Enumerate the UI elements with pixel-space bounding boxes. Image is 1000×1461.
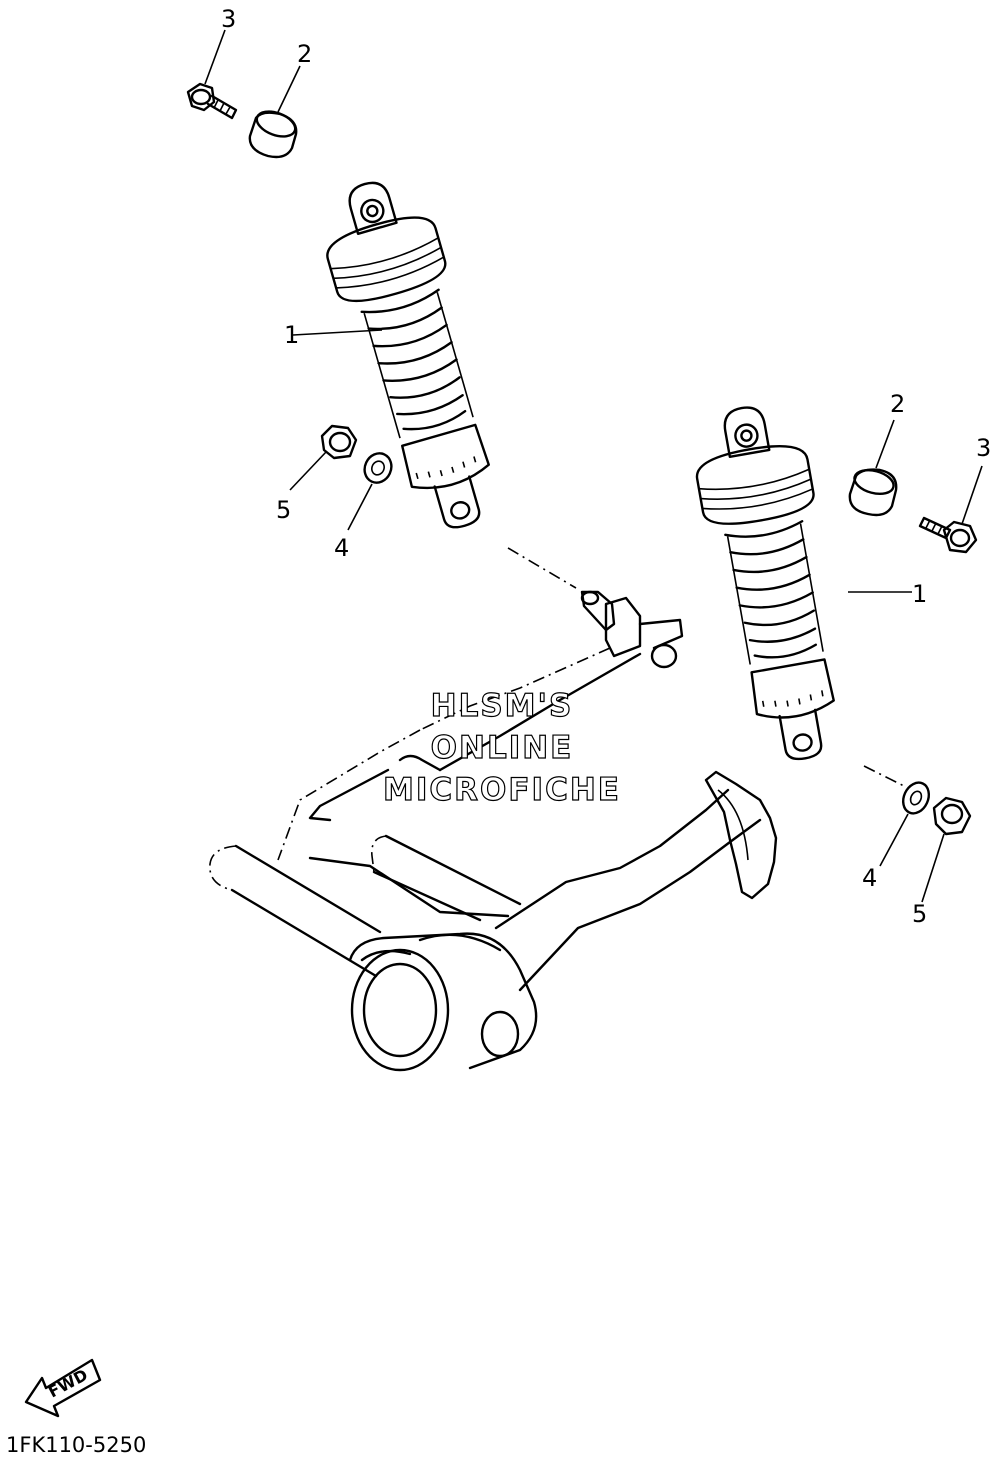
upper-left-collar bbox=[248, 110, 298, 159]
figure-code: 1FK110-5250 bbox=[6, 1433, 146, 1457]
centre-line-right bbox=[863, 765, 905, 787]
left-washer bbox=[363, 452, 393, 484]
callout-right-collar: 2 bbox=[890, 390, 905, 418]
callout-right-washer: 4 bbox=[862, 864, 877, 892]
right-bolt bbox=[918, 516, 978, 554]
upper-left-bolt bbox=[186, 82, 238, 120]
leader-upper-left-collar bbox=[277, 65, 301, 113]
right-nut bbox=[932, 796, 972, 836]
callout-upper-left-bolt: 3 bbox=[221, 5, 236, 33]
fwd-label: FWD bbox=[45, 1365, 91, 1401]
right-collar bbox=[848, 468, 898, 517]
watermark-line-2: ONLINE bbox=[431, 730, 574, 766]
callout-left-nut: 5 bbox=[276, 496, 291, 524]
leader-right-bolt bbox=[961, 465, 983, 525]
leader-left-shock bbox=[292, 329, 383, 336]
leader-left-washer bbox=[347, 483, 373, 531]
centre-line-left bbox=[507, 547, 577, 589]
leader-left-nut bbox=[289, 451, 327, 491]
left-nut bbox=[320, 424, 358, 460]
left-shock-absorber bbox=[326, 181, 490, 529]
leader-right-washer bbox=[879, 813, 909, 867]
watermark-line-1: HLSM'S bbox=[431, 688, 574, 724]
callout-right-shock: 1 bbox=[912, 580, 927, 608]
right-shock-absorber bbox=[695, 406, 835, 761]
callout-left-shock: 1 bbox=[284, 321, 299, 349]
callout-left-washer: 4 bbox=[334, 534, 349, 562]
watermark: HLSM'S ONLINE MICROFICHE bbox=[382, 687, 621, 808]
callout-right-nut: 5 bbox=[912, 900, 927, 928]
swing-arm bbox=[209, 590, 778, 1072]
leader-upper-left-bolt bbox=[204, 29, 226, 85]
fwd-arrow-icon: FWD bbox=[24, 1358, 102, 1418]
right-washer bbox=[901, 781, 931, 815]
watermark-line-3: MICROFICHE bbox=[383, 772, 621, 808]
leader-right-nut bbox=[921, 833, 945, 903]
leader-right-collar bbox=[875, 419, 895, 469]
callout-right-bolt: 3 bbox=[976, 434, 991, 462]
callout-upper-left-collar: 2 bbox=[297, 40, 312, 68]
